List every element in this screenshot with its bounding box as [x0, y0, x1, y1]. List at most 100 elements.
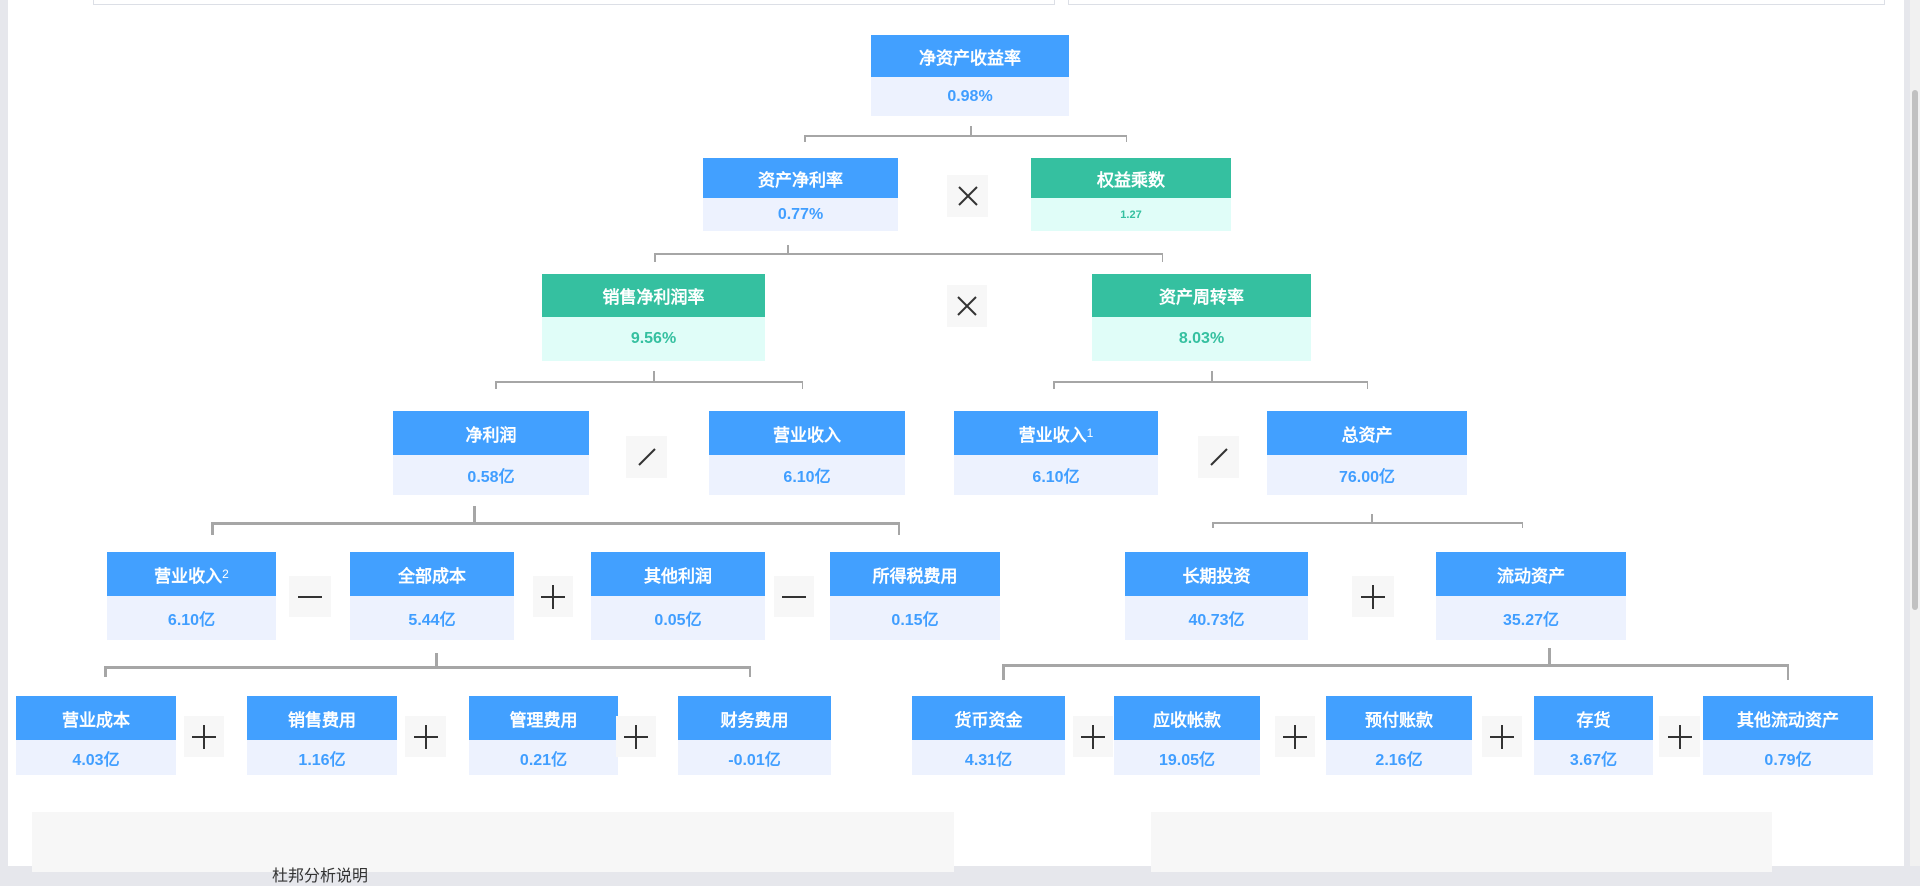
plus-icon — [1073, 716, 1113, 757]
node-label-text: 营业收入 — [154, 566, 223, 586]
connector-line — [1002, 664, 1789, 667]
node-value: 5.44亿 — [350, 596, 514, 640]
node-value: 4.03亿 — [16, 740, 176, 775]
node-label-text: 其他利润 — [644, 566, 712, 586]
node-other-profit[interactable]: 其他利润 0.05亿 — [591, 552, 765, 640]
node-label: 资产净利率 — [703, 158, 898, 198]
connector-line — [1366, 381, 1368, 389]
node-label-text: 营业成本 — [62, 710, 130, 730]
node-label-text: 资产周转率 — [1159, 288, 1244, 307]
node-value: 0.79亿 — [1703, 740, 1873, 775]
connector-line — [1371, 514, 1373, 522]
plus-icon — [184, 716, 224, 757]
node-label: 净资产收益率 — [871, 35, 1069, 77]
connector-line — [748, 666, 751, 677]
node-label: 应收帐款 — [1114, 696, 1260, 740]
node-label: 长期投资 — [1125, 552, 1308, 596]
plus-icon — [1275, 716, 1315, 757]
node-label-text: 其他流动资产 — [1737, 710, 1839, 730]
node-value: 0.15亿 — [830, 596, 1000, 640]
node-label-text: 净资产收益率 — [919, 48, 1021, 68]
node-label-text: 权益乘数 — [1097, 170, 1165, 190]
connector-line — [104, 666, 107, 677]
connector-line — [435, 653, 438, 666]
node-value: 19.05亿 — [1114, 740, 1260, 775]
node-asset-turnover[interactable]: 资产周转率 8.03% — [1092, 274, 1311, 361]
node-financial-expense[interactable]: 财务费用-0.01亿 — [678, 696, 831, 775]
connector-line — [787, 245, 789, 253]
node-label: 总资产 — [1267, 411, 1467, 455]
connector-line — [1125, 135, 1127, 142]
node-label-text: 全部成本 — [398, 566, 466, 586]
node-label: 管理费用 — [469, 696, 618, 740]
node-value: 9.56% — [542, 317, 765, 361]
node-label: 全部成本 — [350, 552, 514, 596]
node-value: 3.67亿 — [1534, 740, 1653, 775]
top-card-left — [93, 0, 1055, 5]
node-value: 0.77% — [703, 198, 898, 231]
connector-line — [1786, 664, 1789, 680]
node-label-text: 总资产 — [1341, 425, 1393, 445]
node-label: 资产周转率 — [1092, 274, 1311, 317]
node-label-text: 销售费用 — [288, 710, 356, 730]
node-label-text: 管理费用 — [509, 710, 578, 730]
node-label-text: 货币资金 — [954, 710, 1023, 730]
connector-line — [653, 371, 655, 381]
connector-line — [654, 253, 656, 262]
node-label-text: 应收帐款 — [1153, 710, 1221, 730]
node-label: 净利润 — [393, 411, 589, 455]
connector-line — [1521, 522, 1523, 528]
node-other-current-assets[interactable]: 其他流动资产 0.79亿 — [1703, 696, 1873, 775]
connector-line — [1161, 253, 1163, 262]
node-label: 营业收入 — [709, 411, 905, 455]
node-value: 0.05亿 — [591, 596, 765, 640]
node-label: 预付账款 — [1326, 696, 1472, 740]
node-value: 0.58亿 — [393, 455, 589, 495]
connector-line — [1053, 381, 1368, 383]
node-operating-cost[interactable]: 营业成本 4.03亿 — [16, 696, 176, 775]
divide-icon — [1198, 436, 1239, 478]
node-label: 营业成本 — [16, 696, 176, 740]
node-label-text: 长期投资 — [1182, 566, 1251, 586]
connector-line — [897, 522, 900, 535]
connector-line — [1548, 648, 1551, 664]
minus-icon — [774, 576, 814, 617]
times-icon — [947, 285, 987, 327]
node-label-text: 营业收入 — [1018, 425, 1087, 445]
plus-icon — [1482, 716, 1522, 757]
analysis-note-panel: 杜邦分析说明 — [32, 812, 954, 885]
node-label-sup: 2 — [222, 567, 229, 581]
node-value: 8.03% — [1092, 317, 1311, 361]
node-total-cost[interactable]: 全部成本 5.44亿 — [350, 552, 514, 640]
connector-line — [1211, 371, 1213, 381]
scrollbar-thumb[interactable] — [1912, 90, 1918, 610]
minus-icon — [289, 576, 331, 617]
node-value: 6.10亿 — [709, 455, 905, 495]
node-label-text: 流动资产 — [1497, 566, 1565, 586]
node-value: -0.01亿 — [678, 740, 831, 775]
node-label-sup: 1 — [1086, 426, 1094, 440]
connector-line — [1053, 381, 1055, 389]
node-value: 6.10亿 — [954, 455, 1158, 495]
node-receivables[interactable]: 应收帐款 19.05亿 — [1114, 696, 1260, 775]
node-label: 财务费用 — [678, 696, 831, 740]
